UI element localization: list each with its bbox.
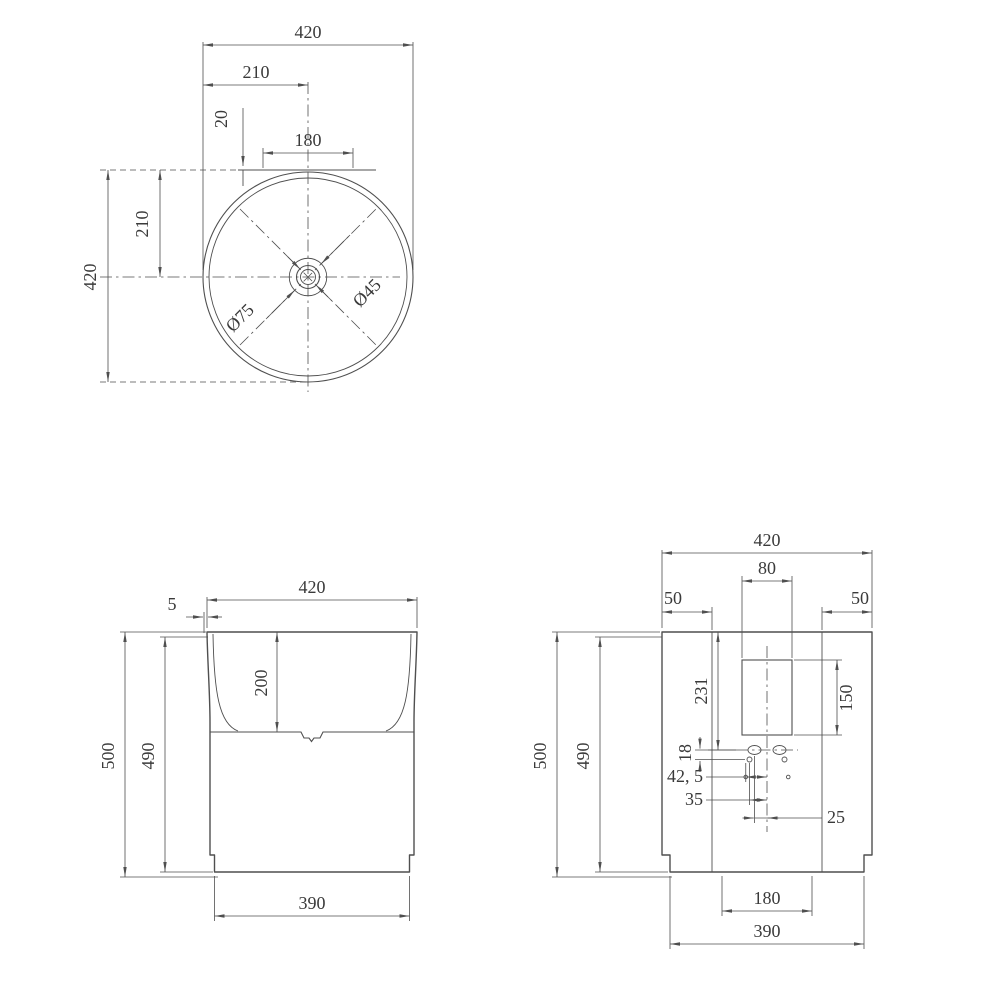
leader-arrow	[321, 234, 351, 264]
side-view: 420 80 50 50 500 490	[530, 530, 873, 949]
access-panel-rect	[741, 659, 793, 736]
dim-label: 180	[754, 888, 781, 908]
screw-hole-right	[781, 756, 788, 763]
drain-diameter-label: Ø45	[349, 275, 385, 311]
dim-label: 210	[243, 62, 270, 82]
dim-side-inset-left: 50	[662, 588, 713, 630]
dim-front-overall-height: 500	[98, 631, 218, 878]
rim-line-with-overflow	[210, 731, 414, 743]
dim-label: 490	[138, 743, 158, 770]
bowl-wall-right	[385, 633, 412, 732]
dim-label: 231	[691, 678, 711, 705]
dim-side-offset-a: 42, 5	[667, 763, 767, 786]
dim-label: 420	[80, 264, 100, 291]
bowl-wall-left	[212, 633, 239, 732]
dim-side-body-height: 490	[573, 636, 668, 873]
dim-label: 80	[758, 558, 776, 578]
dim-label: 420	[299, 577, 326, 597]
dim-top-deck-width: 180	[262, 130, 354, 168]
dim-side-offset-b: 35	[685, 763, 767, 809]
dim-label: 390	[299, 893, 326, 913]
side-outline	[661, 631, 873, 873]
dim-label: 20	[211, 110, 231, 128]
front-outline	[206, 631, 418, 873]
dim-side-panel-drop: 231	[691, 632, 736, 751]
dim-label: 490	[573, 743, 593, 770]
dim-label: 210	[132, 211, 152, 238]
dim-front-base-width: 390	[214, 876, 410, 921]
dim-side-offset-c: 25	[742, 756, 845, 827]
dim-label: 42, 5	[667, 766, 703, 786]
dim-side-overall-width: 420	[661, 530, 873, 628]
dim-front-rim-lip: 5	[168, 594, 222, 633]
dim-label: 50	[664, 588, 682, 608]
screw-hole-left	[746, 756, 753, 763]
dim-side-panel-height: 150	[794, 659, 856, 736]
dim-front-basin-depth: 200	[251, 632, 279, 732]
dim-top-half-width: 210	[203, 62, 308, 87]
dim-label: 390	[754, 921, 781, 941]
dim-label: 180	[295, 130, 322, 150]
dim-front-body-height: 490	[138, 636, 213, 873]
dim-label: 200	[251, 670, 271, 697]
dim-side-base-width: 390	[669, 876, 865, 949]
dim-side-inset-right: 50	[821, 588, 872, 630]
dim-label: 500	[530, 743, 550, 770]
dim-side-hole-gap: 18	[675, 737, 745, 772]
dim-side-overall-height: 500	[530, 631, 672, 878]
leader-arrow	[283, 252, 301, 270]
dim-label: 500	[98, 743, 118, 770]
top-view: 420 210 180 20 210 420 Ø75 Ø45	[80, 22, 414, 392]
dim-side-drain-span: 180	[721, 876, 813, 916]
dim-label: 420	[295, 22, 322, 42]
dim-side-panel-width: 80	[741, 558, 793, 658]
dim-label: 5	[168, 594, 177, 614]
dim-top-half-height: 210	[132, 170, 162, 277]
dim-label: 50	[851, 588, 869, 608]
front-view: 420 5 200 500 490 390	[98, 577, 418, 921]
dim-top-overall-height: 420	[80, 169, 310, 383]
dim-label: 25	[827, 807, 845, 827]
pin-hole-right	[786, 774, 791, 780]
dim-top-overall-width: 420	[202, 22, 414, 270]
dim-top-deck-offset: 20	[211, 108, 245, 166]
dim-label: 150	[836, 685, 856, 712]
leader-arrow	[315, 284, 333, 302]
diagonal-centerline-b	[239, 208, 377, 346]
dim-label: 18	[675, 744, 695, 762]
leader-arrow	[265, 290, 295, 320]
dim-label: 420	[754, 530, 781, 550]
dim-front-overall-width: 420	[206, 577, 418, 628]
dim-label: 35	[685, 789, 703, 809]
recess-diameter-label: Ø75	[222, 300, 258, 336]
